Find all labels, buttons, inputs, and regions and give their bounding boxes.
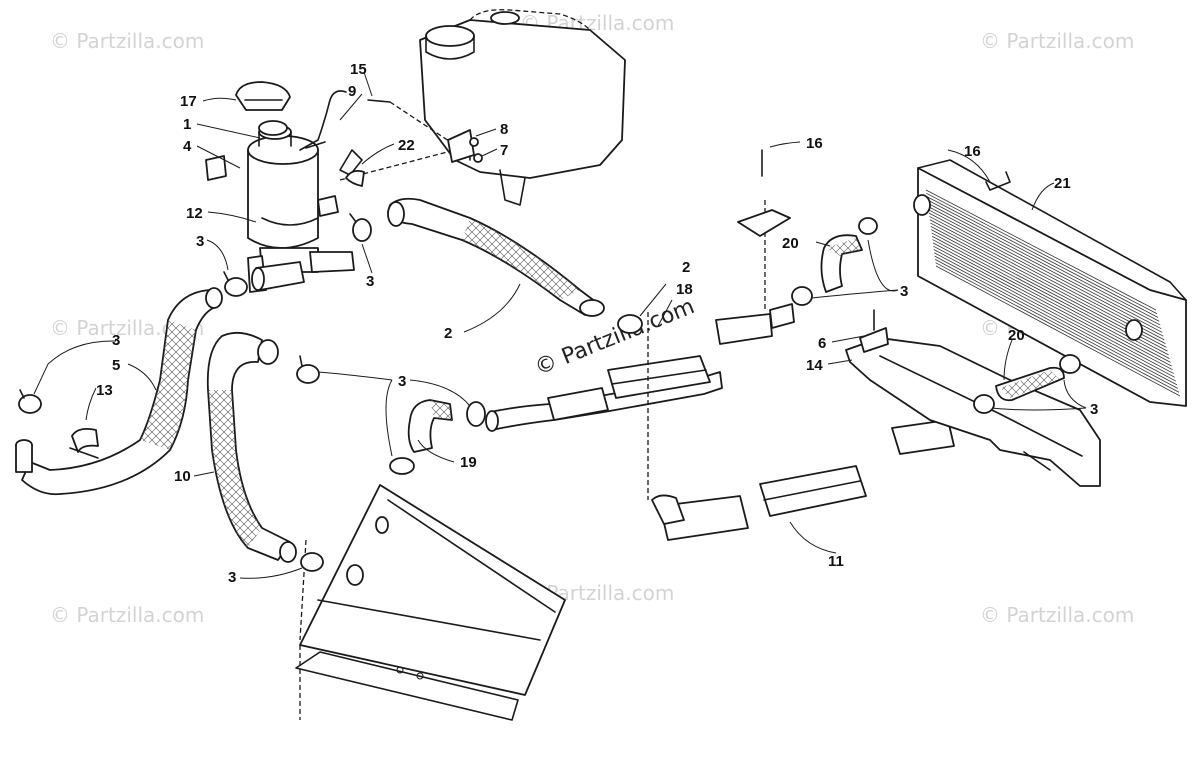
watermark-text: © Partzilla.com — [50, 603, 204, 627]
hose-clamp — [858, 217, 878, 235]
callout-3: 3 — [366, 273, 374, 290]
radiator-fin — [928, 212, 1164, 337]
callout-22: 22 — [398, 137, 415, 154]
tube-clip — [345, 169, 365, 187]
callout-7: 7 — [500, 142, 508, 159]
mount-plate — [845, 337, 1101, 487]
washer — [469, 137, 479, 147]
radiator-fin — [931, 235, 1171, 363]
radiator-fin — [927, 199, 1160, 322]
radiator-fin — [929, 219, 1166, 345]
radiator-core — [913, 159, 1187, 407]
bleed-screw — [985, 171, 1011, 191]
radiator-fin — [927, 202, 1161, 326]
hose-middle — [206, 331, 297, 563]
callout-14: 14 — [806, 357, 823, 374]
radiator-fin — [925, 189, 1157, 311]
hose-clamp — [791, 286, 813, 306]
elbow-hose-lower-right — [995, 366, 1065, 402]
radiator-fin — [933, 245, 1174, 374]
callout-labels: 17 1 4 12 3 3 15 9 22 8 7 3 5 13 10 3 3 … — [96, 61, 1098, 586]
heat-exchanger-lower — [651, 419, 955, 541]
hose-clamps — [18, 169, 1081, 572]
watermark-text: © Partzilla.com — [980, 29, 1134, 53]
label-plate — [205, 155, 227, 181]
nut — [473, 153, 483, 163]
gasket-pad — [737, 209, 791, 237]
radiator-fin — [929, 216, 1165, 341]
radiator-fin — [935, 262, 1180, 393]
callout-6: 6 — [818, 335, 826, 352]
callout-20: 20 — [782, 235, 799, 252]
callout-20: 20 — [1008, 327, 1025, 344]
hose-clamp — [973, 394, 995, 414]
callout-4: 4 — [183, 138, 192, 155]
radiator-fin — [928, 209, 1163, 333]
callout-3: 3 — [196, 233, 204, 250]
hose-clamp — [389, 457, 415, 475]
callout-2: 2 — [682, 259, 690, 276]
hose-clamp — [296, 355, 320, 384]
radiator-cap — [235, 81, 291, 136]
callout-21: 21 — [1054, 175, 1071, 192]
hose-left — [15, 287, 223, 496]
radiator-fin — [934, 252, 1177, 382]
callout-9: 9 — [348, 83, 356, 100]
callout-3: 3 — [398, 373, 406, 390]
hose-clamp — [349, 213, 372, 242]
watermark-text: © Partzilla.com — [50, 29, 204, 53]
radiator-fin — [933, 249, 1175, 378]
callout-8: 8 — [500, 121, 508, 138]
hose-clamp — [617, 314, 643, 334]
callout-16: 16 — [964, 143, 981, 160]
radiator-fin — [935, 265, 1181, 397]
tee-fitting — [251, 261, 305, 291]
radiator-fin — [926, 196, 1159, 318]
callout-leaders — [33, 71, 1087, 579]
elbow-hose — [407, 399, 453, 453]
overflow-tank — [419, 9, 626, 206]
mount-tab — [447, 129, 475, 163]
callout-3: 3 — [228, 569, 236, 586]
callout-15: 15 — [350, 61, 367, 78]
hose-clamp — [223, 271, 248, 297]
bolt — [367, 99, 391, 103]
heat-exchanger-panel — [295, 484, 566, 721]
radiator-fin — [926, 192, 1158, 315]
callout-19: 19 — [460, 454, 477, 471]
hose-upper — [387, 197, 605, 317]
fitting — [859, 327, 889, 353]
callout-10: 10 — [174, 468, 191, 485]
elbow-hose-upper-right — [820, 234, 863, 293]
coolant-bottle — [247, 124, 355, 293]
radiator-fin — [934, 259, 1179, 389]
callout-1: 1 — [183, 116, 191, 133]
callout-12: 12 — [186, 205, 203, 222]
radiator-fin — [932, 239, 1172, 367]
hose-clamp — [466, 401, 486, 427]
radiator-fin — [934, 255, 1178, 386]
watermark-text: © Partzilla.com — [980, 603, 1134, 627]
radiator-fin — [927, 206, 1162, 330]
callout-3: 3 — [900, 283, 908, 300]
callout-3: 3 — [112, 332, 120, 349]
callout-2: 2 — [444, 325, 452, 342]
callout-18: 18 — [676, 281, 693, 298]
bracket — [339, 149, 363, 176]
callout-11: 11 — [828, 553, 844, 570]
callout-16: 16 — [806, 135, 823, 152]
callout-17: 17 — [180, 93, 197, 110]
hose-clamp — [1059, 354, 1081, 374]
callout-3: 3 — [1090, 401, 1098, 418]
heat-exchanger-upper — [547, 303, 795, 421]
hose-clamp — [18, 389, 42, 414]
hose-clamp — [300, 552, 324, 572]
callout-5: 5 — [112, 357, 120, 374]
vent-tube — [299, 90, 347, 151]
radiator-fin — [932, 242, 1173, 371]
callout-13: 13 — [96, 382, 113, 399]
spring-clip — [69, 427, 99, 459]
